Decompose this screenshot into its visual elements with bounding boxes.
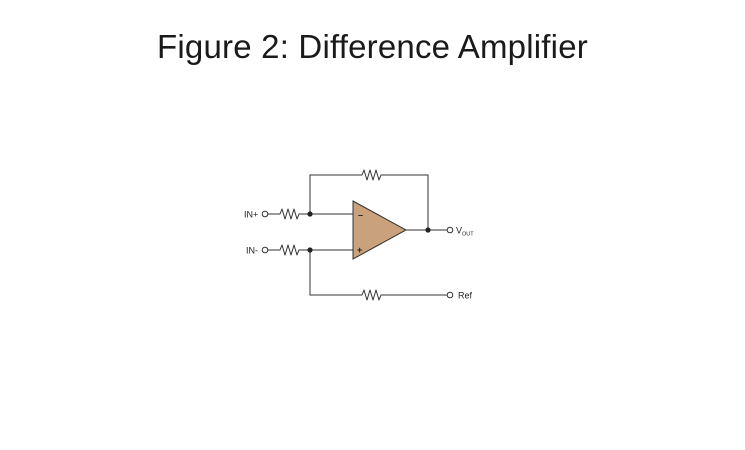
feedback-wire-left — [309, 174, 359, 215]
in-plus-terminal — [261, 210, 269, 218]
in-minus-label: IN- — [246, 246, 258, 256]
ref-wire-left — [309, 249, 359, 296]
opamp-inverting-symbol: – — [358, 210, 363, 220]
ref-label: Ref — [458, 291, 473, 301]
vout-label-subscript: OUT — [462, 232, 474, 238]
in-plus-resistor — [267, 208, 311, 220]
figure-title: Figure 2: Difference Amplifier — [157, 28, 588, 65]
in-minus-resistor — [267, 244, 311, 256]
opamp-noninverting-symbol: + — [357, 245, 362, 255]
vout-label-main: V — [456, 226, 462, 236]
vout-label: VOUT — [456, 226, 474, 238]
in-plus-label: IN+ — [244, 210, 258, 220]
feedback-resistor — [357, 169, 386, 181]
ref-resistor — [357, 289, 386, 301]
opamp-triangle — [352, 200, 408, 260]
ref-terminal — [446, 291, 454, 299]
inverting-node-dot — [307, 211, 313, 217]
in-minus-terminal — [261, 246, 269, 254]
noninverting-node-dot — [307, 247, 313, 253]
feedback-wire-right — [384, 174, 429, 231]
vout-terminal — [446, 226, 454, 234]
output-node-dot — [425, 227, 431, 233]
